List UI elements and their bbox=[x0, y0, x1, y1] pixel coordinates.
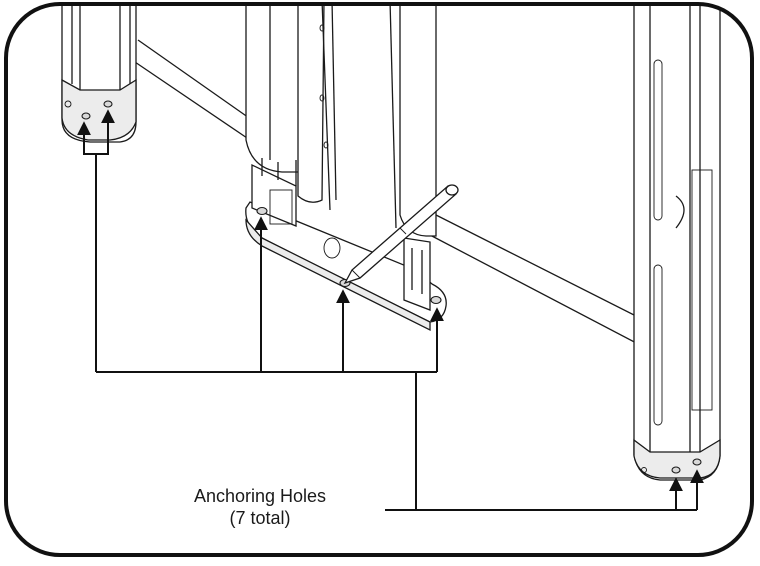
anchor-hole-6 bbox=[671, 466, 681, 474]
anchor-hole-2 bbox=[103, 100, 113, 108]
anchor-hole-3 bbox=[256, 206, 268, 216]
left-leg bbox=[61, 4, 137, 143]
center-column bbox=[245, 4, 447, 332]
anchoring-holes-label: Anchoring Holes (7 total) bbox=[160, 485, 360, 529]
rounded-frame bbox=[4, 2, 754, 557]
anchor-hole-1 bbox=[81, 112, 91, 120]
anchor-hole-5 bbox=[430, 295, 442, 305]
right-leg bbox=[633, 4, 721, 481]
side-panel bbox=[125, 10, 641, 346]
machine-drawing bbox=[61, 4, 721, 481]
callout-leaders bbox=[77, 109, 704, 511]
label-line-1: Anchoring Holes bbox=[193, 486, 327, 506]
pencil-icon bbox=[343, 184, 459, 285]
label-line-2: (7 total) bbox=[229, 508, 291, 528]
anchor-hole-7 bbox=[692, 458, 702, 466]
